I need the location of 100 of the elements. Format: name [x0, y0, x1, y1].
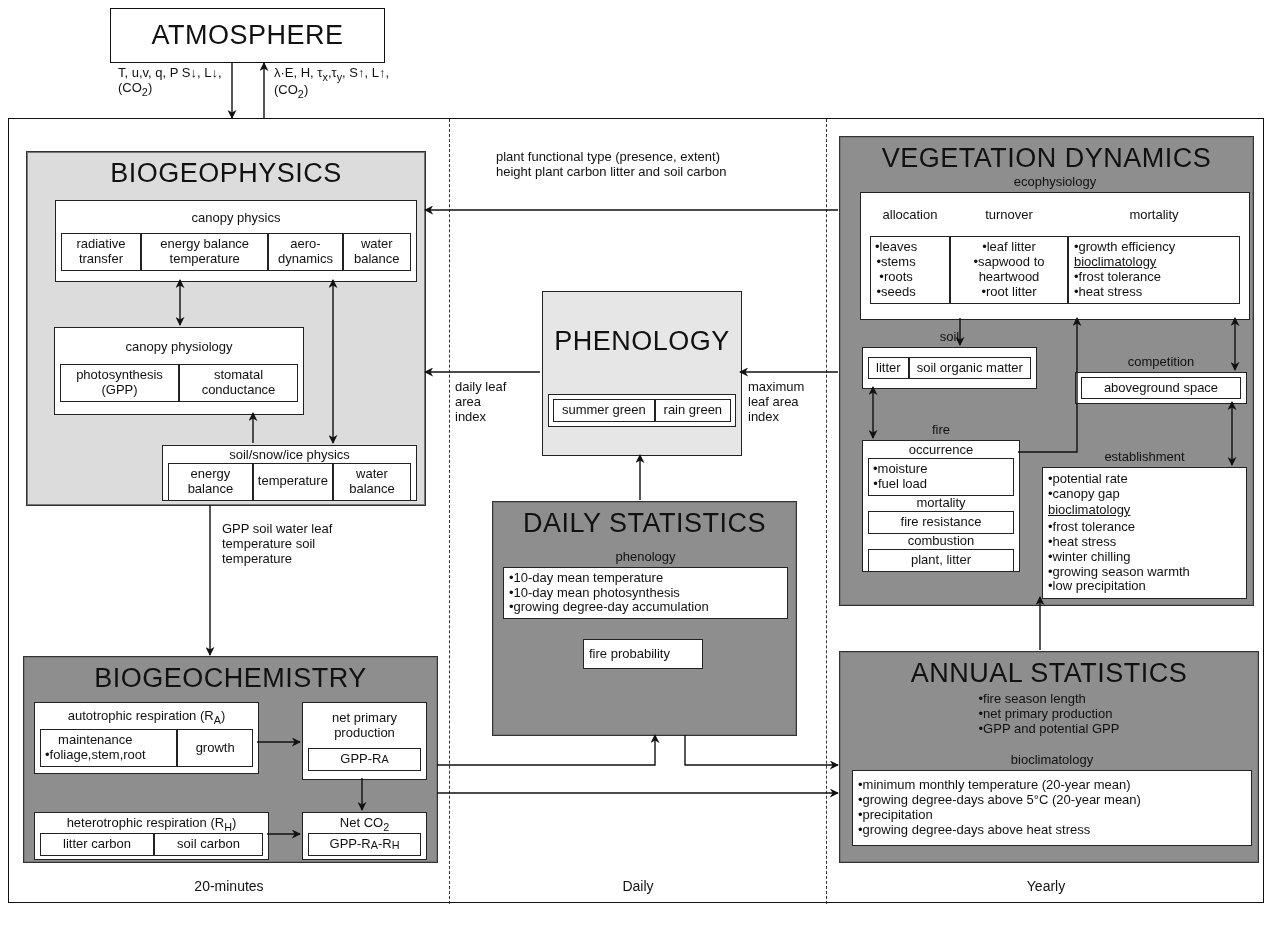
arrow: [266, 829, 301, 839]
item-cell: radiative transfer: [61, 233, 141, 272]
box-heading: soil/snow/ice physics: [229, 448, 350, 463]
process-box: [54, 327, 304, 415]
arrow: [205, 504, 215, 656]
arrow: [635, 454, 645, 501]
arrow: [424, 205, 839, 215]
process-box: [542, 291, 742, 456]
item-cell: summer green: [553, 398, 655, 422]
arrow: [436, 788, 839, 798]
double-arrow: [175, 279, 185, 326]
arrow: [1035, 596, 1045, 651]
arrow: [259, 62, 269, 119]
item-cell: fire resistance: [868, 510, 1014, 534]
subheading: bioclimatology: [1074, 255, 1158, 270]
double-arrow: [1227, 401, 1237, 466]
arrow: [436, 734, 660, 766]
box-heading: mortality: [1128, 208, 1180, 224]
process-box: [302, 812, 427, 860]
system-box: [110, 8, 385, 63]
arrow: [227, 62, 237, 119]
box-heading: fire: [931, 423, 951, 438]
box-heading: combustion: [907, 533, 975, 549]
box-heading: Net CO$_{2}$: [339, 815, 390, 833]
module-title: DAILY STATISTICS: [522, 510, 767, 537]
item-cell: temperature: [252, 462, 333, 501]
box-heading: canopy physiology: [125, 339, 233, 355]
item-cell: energy balance temperature: [140, 233, 269, 272]
item-list: •fire season length •net primary production •GPP and potential GPP: [978, 692, 1120, 737]
time-column: [449, 119, 827, 904]
item-cell: maintenance •foliage,stem,root: [40, 729, 178, 768]
process-box: [34, 702, 259, 774]
module-panel: [23, 656, 438, 863]
model-frame: [8, 118, 1264, 903]
process-box: [34, 812, 269, 860]
process-box: [302, 702, 427, 780]
module-panel: [839, 651, 1259, 863]
box-heading: net primary production: [331, 711, 398, 742]
double-arrow: [868, 386, 878, 439]
item-list: •frost tolerance •heat stress •winter chilling •growing season warmth •low precipitation: [1048, 519, 1190, 595]
box-heading: ecophysiology: [1013, 175, 1097, 190]
item-cell: soil carbon: [154, 833, 263, 857]
box-heading: heterotrophic respiration (R$_{H}$): [66, 815, 237, 833]
item-list: fire probability: [589, 646, 670, 662]
item-list: •frost tolerance •heat stress: [1074, 270, 1234, 300]
box-heading: phenology: [615, 550, 676, 565]
box-heading: autotrophic respiration (R$_{A}$): [67, 708, 226, 726]
box-heading: competition: [1127, 355, 1195, 370]
item-list: •10-day mean temperature •10-day mean photosynthesis •growing degree-day accumulation: [509, 570, 709, 616]
item-cell: photosynthesis (GPP): [60, 364, 179, 403]
subheading: bioclimatology: [1048, 503, 1131, 519]
item-cell: plant, litter: [868, 548, 1014, 572]
column-label: Daily: [622, 877, 654, 894]
process-box: [162, 445, 417, 501]
item-cell: stomatal conductance: [179, 364, 298, 403]
module-panel: [839, 136, 1254, 606]
module-title: ANNUAL STATISTICS: [910, 660, 1188, 687]
item-cell: aboveground space: [1081, 376, 1241, 400]
module-title: BIOGEOCHEMISTRY: [94, 665, 367, 692]
box-heading: occurrence: [908, 443, 974, 458]
arrow: [248, 412, 258, 444]
item-list: •growth efficiency: [1074, 240, 1234, 256]
box-heading: allocation: [881, 208, 939, 224]
module-panel: [26, 151, 426, 506]
item-cell: energy balance: [168, 462, 253, 501]
box-heading: turnover: [984, 208, 1034, 224]
item-list: •minimum monthly temperature (20-year mean) •growing degree-days above 5°C (20-year mean) •precipitation •growing degree-days above heat stress: [858, 778, 1141, 838]
arrow: [256, 737, 301, 747]
arrow: [424, 367, 541, 377]
item-cell: rain green: [654, 398, 731, 422]
item-cell: litter: [868, 356, 909, 380]
process-box: [583, 639, 703, 669]
box-title: PHENOLOGY: [554, 328, 730, 356]
process-box: [55, 200, 417, 282]
item-cell: water balance: [332, 462, 411, 501]
module-panel: [492, 501, 797, 736]
box-title: ATMOSPHERE: [151, 22, 344, 49]
column-label: Yearly: [1026, 877, 1066, 894]
box-heading: soil: [939, 330, 960, 345]
double-arrow: [1230, 317, 1240, 371]
arrow: [357, 777, 367, 811]
item-cell: •leaves •stems •roots •seeds: [870, 236, 950, 304]
item-cell: aero- dynamics: [268, 233, 343, 272]
box-heading: mortality: [916, 495, 966, 511]
column-label: 20-minutes: [194, 877, 264, 894]
module-title: BIOGEOPHYSICS: [110, 160, 342, 187]
arrow: [955, 317, 965, 346]
arrow: [739, 367, 839, 377]
box-heading: canopy physics: [191, 210, 281, 226]
module-title: VEGETATION DYNAMICS: [881, 145, 1212, 172]
item-cell: growth: [177, 729, 253, 768]
item-cell: •moisture •fuel load: [868, 457, 1014, 496]
item-cell: •leaf litter •sapwood to heartwood •root litter: [950, 236, 1068, 304]
box-heading: establishment: [1104, 450, 1185, 465]
item-cell: litter carbon: [40, 833, 155, 857]
double-arrow: [328, 279, 338, 444]
arrow: [684, 734, 839, 770]
arrow: [1017, 317, 1082, 453]
box-heading: bioclimatology: [1010, 753, 1094, 768]
item-cell: water balance: [342, 233, 411, 272]
